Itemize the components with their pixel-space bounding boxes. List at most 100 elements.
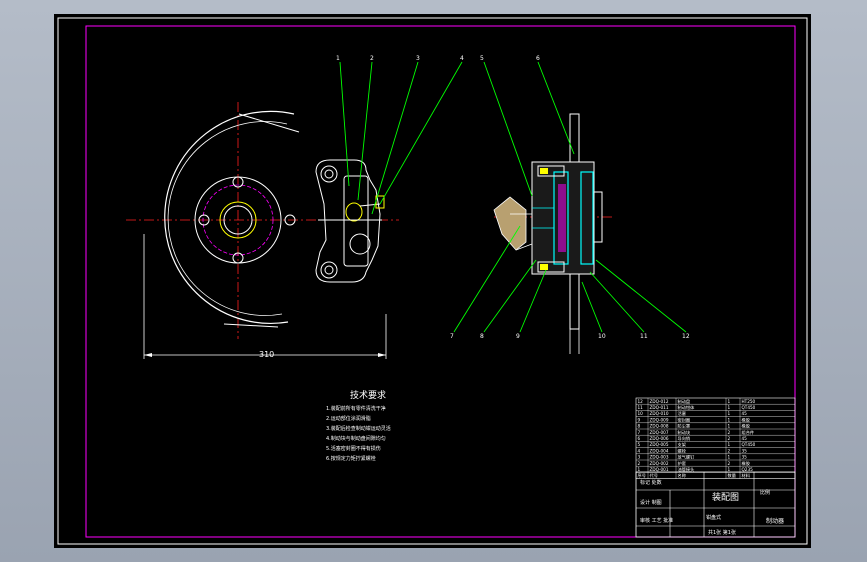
notes-heading: 技术要求 [350,389,386,401]
technical-notes: 技术要求 1.装配前所有零件清洗干净 2.运动部位涂润滑脂 3.装配后检查制动钳… [326,389,391,462]
parts-table-cell: 1 [728,424,731,429]
wheel-bolt-hole [232,252,244,264]
parts-table-cell: 2 [728,461,731,466]
parts-table-cell: ZDQ-012 [650,399,669,404]
disc-outer-edge [164,110,295,325]
dim-arrow-left [144,353,152,357]
caliper-body-outline [315,159,381,283]
parts-table-cell: ZDQ-004 [650,448,669,453]
sheet-count: 共1张 第1张 [708,529,736,536]
parts-table-cell: 2 [728,448,731,453]
parts-table-cell: 11 [638,405,644,410]
parts-table-cell: 密封圈 [678,416,691,423]
revision-label: 标记 处数 [640,479,662,486]
parts-table-cell: ZDQ-011 [650,405,669,410]
parts-table-header: 名称 [678,472,686,479]
balloon-2: 2 [370,55,374,62]
parts-table-header: 序号 [638,472,646,479]
caliper-front [315,159,385,283]
parts-table-cell: 1 [728,411,731,416]
parts-table-cell: 2 [638,461,641,466]
parts-table-cell: 1 [728,455,731,460]
note-line: 4.制动块与制动盘间隙均匀 [326,435,386,442]
wheel-bolt-hole [198,214,210,226]
parts-table-header: 代号 [650,472,658,479]
parts-table-cell: ZDQ-003 [650,455,669,460]
guide-pin-hole [324,265,334,275]
balloon-1: 1 [336,55,340,62]
bolt-circle [202,184,274,256]
cad-viewport[interactable]: 310 1 2 3 4 [54,14,811,548]
balloon-7: 7 [450,333,454,340]
parts-table-cell: Q235 [742,467,754,472]
title-right-label: 制动器 [766,517,784,525]
parts-table-cell: 4 [638,448,641,453]
parts-table-cell: 制动块 [678,429,691,436]
balloon-5: 5 [480,55,484,62]
parts-table-cell: 3 [638,455,641,460]
parts-table-cell: ZDQ-001 [650,467,669,472]
parts-table-cell: 35 [742,448,748,453]
section-view [493,113,614,354]
scale-label: 比例 [760,489,770,496]
parts-table-cell: 35 [742,455,748,460]
disc-friction-ring [167,121,288,316]
parts-table-cell: 螺栓 [678,447,687,454]
parts-table-cell: 橡胶 [742,460,750,467]
designer-label: 设计 制图 [640,499,662,506]
parts-table-cell: 放气螺钉 [678,454,696,461]
parts-table-cell: 组合件 [742,429,755,436]
note-line: 5.活塞密封圈不得有损伤 [326,445,381,452]
caliper-cylinder [343,175,369,267]
parts-table-cell: ZDQ-010 [650,411,669,416]
note-line: 6.按规定力矩拧紧螺栓 [326,455,376,462]
parts-table-cell: ZDQ-005 [650,442,669,447]
parts-table-cell: 7 [638,430,641,435]
parts-table-cell: 橡胶 [742,416,750,423]
note-line: 2.运动部位涂润滑脂 [326,415,371,422]
wheel-bolt-hole [284,214,296,226]
parts-table-cell: ZDQ-008 [650,424,669,429]
parts-table-cell: 45 [742,411,748,416]
dim-arrow-right [378,353,386,357]
parts-table-cell: 2 [728,436,731,441]
parts-table-frame [635,397,796,479]
parts-table-cell: QT450 [742,405,756,410]
parts-table-cell: ZDQ-009 [650,417,669,422]
parts-table-cell: 12 [638,399,644,404]
guide-pin-top [537,165,565,177]
pin-bushing-top [540,168,548,174]
balloon-3: 3 [416,55,420,62]
title-block: 装配图 比例 钳盘式 制动器 共1张 第1张 标记 处数 设计 制图 审核 工艺… [635,471,796,538]
parts-table-cell: 45 [742,436,748,441]
disc-break-line-2 [223,323,279,328]
parts-table-cell: QT450 [742,442,756,447]
note-line: 3.装配后检查制动钳运动灵活 [326,425,391,432]
parts-table-cell: ZDQ-002 [650,461,669,466]
brake-pad-outer [580,171,594,265]
parts-table-cell: 1 [638,467,641,472]
parts-table-cell: 6 [638,436,641,441]
parts-table-cell: 1 [728,442,731,447]
parts-table-cell: 8 [638,424,641,429]
parts-table-cell: 10 [638,411,644,416]
parts-table-cell: 活塞 [678,410,687,417]
drawing-frame [85,25,796,538]
guide-pin-bottom [537,261,565,273]
approval-label: 审核 工艺 批准 [640,517,673,524]
caliper-bracket-section [493,196,527,251]
front-view: 310 [126,102,399,359]
parts-table-cell: 油管接头 [678,466,695,473]
note-line: 1.装配前所有零件清洗干净 [326,405,386,412]
title-block-frame [635,471,796,538]
parts-table-cell: 1 [728,405,731,410]
parts-table-cell: ZDQ-007 [650,430,669,435]
hub-bore [223,205,253,235]
caliper-finger [593,191,603,243]
parts-table-cell: 橡胶 [742,423,750,430]
balloon-9: 9 [516,333,520,340]
balloon-11: 11 [640,333,648,340]
guide-pin-boss [320,261,338,279]
dim-diameter-text: 310 [259,350,274,359]
